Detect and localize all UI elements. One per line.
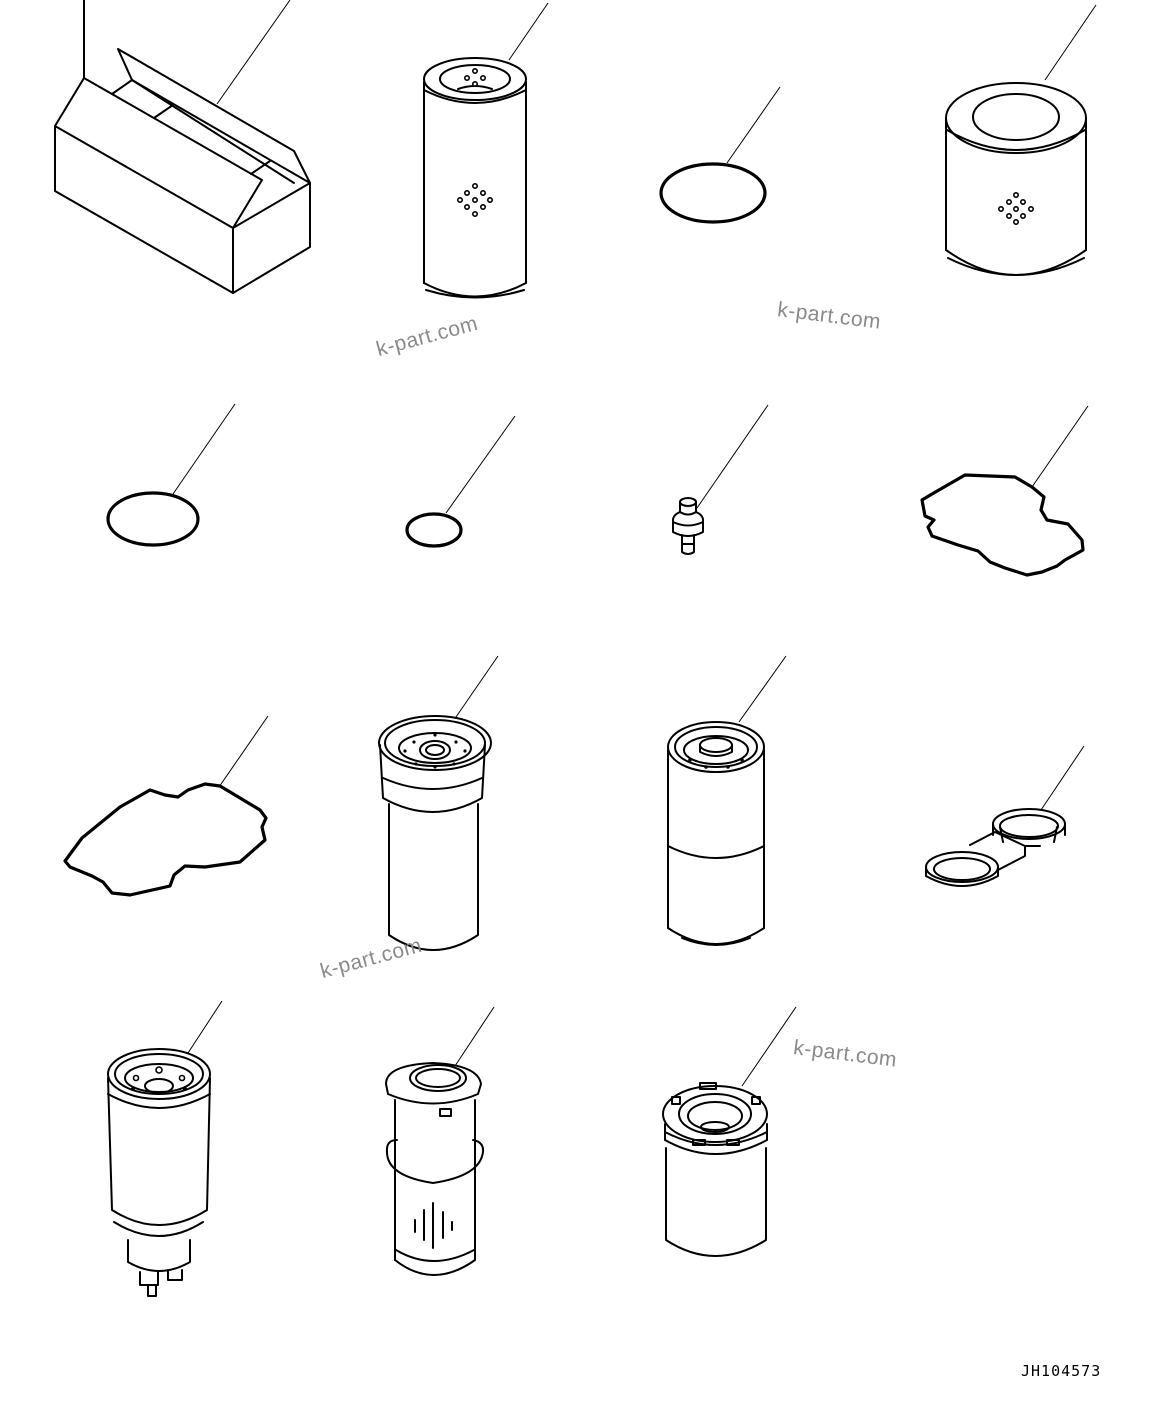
part-o-ring-large xyxy=(659,86,781,224)
leader-line xyxy=(172,403,236,495)
leader-line xyxy=(1040,745,1085,811)
leader-line xyxy=(726,86,781,164)
leader-line xyxy=(1031,405,1089,488)
part-filter-wrench xyxy=(925,745,1085,887)
part-gasket-small xyxy=(920,405,1089,577)
part-o-ring-medium xyxy=(106,403,236,547)
drawing-id: JH104573 xyxy=(1021,1362,1102,1380)
leader-line xyxy=(216,0,291,105)
part-tall-spin-on-filter xyxy=(667,655,787,946)
hole-pattern xyxy=(997,192,1035,226)
leader-line xyxy=(1044,4,1097,81)
part-short-filter-element xyxy=(945,4,1097,276)
leader-line xyxy=(454,1006,495,1067)
part-filter-element-with-seal xyxy=(385,1006,495,1276)
part-tall-filter-element xyxy=(423,2,549,299)
leader-line xyxy=(455,655,499,718)
part-plug-fitting xyxy=(672,404,769,555)
hole-pattern xyxy=(456,68,493,218)
part-fuel-filter-separator xyxy=(107,1000,223,1297)
part-gasket-large xyxy=(63,715,269,897)
leader-line xyxy=(445,415,516,514)
leader-line xyxy=(696,404,769,509)
part-box xyxy=(54,0,311,294)
leader-line xyxy=(508,2,549,61)
leader-line xyxy=(187,1000,223,1054)
part-o-ring-small xyxy=(405,415,516,548)
leader-line xyxy=(738,655,787,723)
leader-line xyxy=(741,1006,797,1087)
part-short-spin-on-filter xyxy=(662,1006,797,1257)
leader-line xyxy=(218,715,269,788)
part-spin-on-filter xyxy=(378,655,499,951)
